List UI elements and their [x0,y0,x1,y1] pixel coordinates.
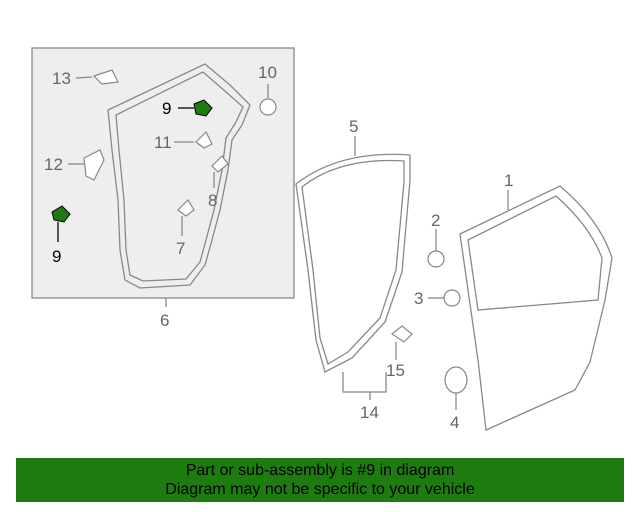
callout-11: 11 [154,133,172,152]
part-3 [443,289,461,307]
part-5-seal [295,153,411,373]
callout-9-lower: 9 [52,247,61,266]
leader-13 [75,76,93,79]
part-9-upper [193,99,213,117]
part-5-inner [301,159,405,365]
part-12 [83,149,105,181]
part-8 [211,155,229,173]
callout-13: 13 [52,69,71,88]
part-4 [444,366,468,394]
callout-3: 3 [414,289,423,308]
part-6-weatherstrip [107,63,251,289]
callout-5: 5 [349,117,358,136]
callout-10: 10 [258,63,277,82]
callout-12: 12 [44,155,63,174]
part-13 [92,69,119,85]
part-6-inner-line [115,71,244,282]
leader-14 [342,372,387,393]
callout-1: 1 [504,171,513,190]
part-7 [177,199,195,217]
callout-9-upper: 9 [162,99,171,118]
inset-panel [31,47,295,299]
part-15 [390,325,413,343]
callout-8: 8 [208,191,217,210]
callout-4: 4 [450,413,459,432]
callout-14: 14 [360,403,379,422]
part-9-lower [51,205,71,223]
part-10 [259,98,277,116]
part-11 [195,130,213,149]
callout-7: 7 [176,239,185,258]
banner-line-2: Diagram may not be specific to your vehi… [165,481,475,498]
part-1-window [467,195,603,311]
part-1-door [459,185,613,431]
callout-6: 6 [160,311,169,330]
info-banner: Part or sub-assembly is #9 in diagram Di… [16,458,624,502]
part-2 [427,250,445,268]
callout-2: 2 [431,211,440,230]
parts-diagram: 13 10 9 11 12 8 7 9 6 5 1 2 3 15 14 4 [31,47,613,432]
banner-line-1: Part or sub-assembly is #9 in diagram [185,462,455,479]
callout-15: 15 [386,361,405,380]
